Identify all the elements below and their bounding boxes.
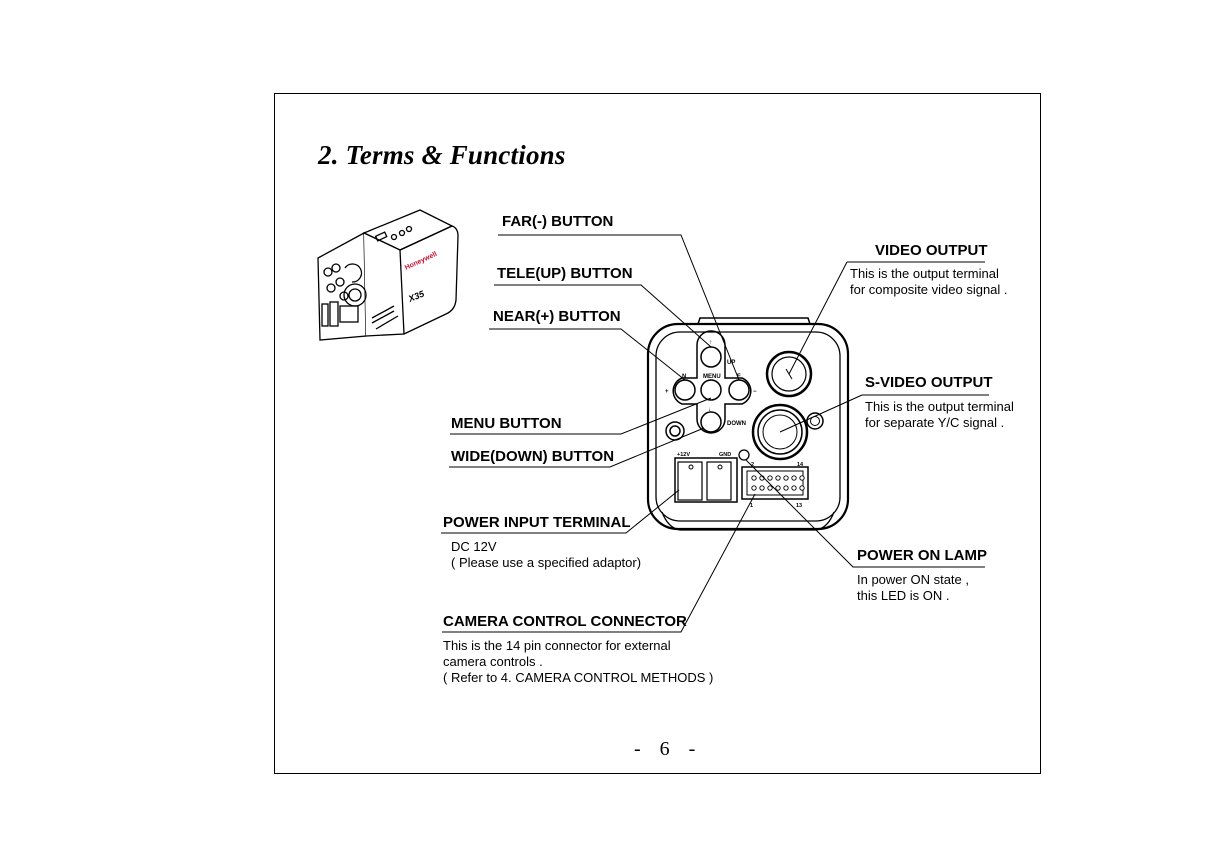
description-line: In power ON state , (857, 572, 969, 587)
power-on-lamp-label: POWER ON LAMP (857, 547, 987, 564)
minus-mark: − (753, 389, 757, 395)
s-video-output-label: S-VIDEO OUTPUT (865, 374, 993, 391)
near-button[interactable] (674, 379, 696, 401)
far-callout-line (498, 234, 740, 381)
description-line: This is the output terminal (865, 399, 1014, 414)
description-line: This is the 14 pin connector for externa… (443, 638, 671, 653)
description-line: this LED is ON . (857, 588, 950, 603)
pin1-mark: 1 (750, 503, 753, 509)
near-button-label: NEAR(+) BUTTON (493, 308, 621, 325)
s-video-output-description: This is the output terminal for separate… (865, 399, 1014, 431)
description-line: DC 12V (451, 539, 497, 554)
video-output-label: VIDEO OUTPUT (875, 242, 988, 259)
up-mark: UP (727, 360, 735, 366)
description-line: This is the output terminal (850, 266, 999, 281)
power-lamp-callout-line (745, 459, 985, 568)
camera-control-description: This is the 14 pin connector for externa… (443, 638, 713, 686)
wide-callout-line (449, 427, 705, 468)
far-button-label: FAR(-) BUTTON (502, 213, 614, 230)
camera-model-text: X35 (406, 288, 426, 304)
description-line: for composite video signal . (850, 282, 1008, 297)
plus-mark: + (665, 389, 669, 395)
camera-control-connector (741, 466, 809, 500)
menu-button-label: MENU BUTTON (451, 415, 562, 432)
camera-thumbnail (317, 209, 459, 341)
far-button[interactable] (728, 379, 750, 401)
description-line: for separate Y/C signal . (865, 415, 1005, 430)
power-input-terminal (674, 457, 738, 503)
menu-callout-line (450, 397, 712, 435)
pin2-mark: 2 (751, 462, 754, 468)
power-on-lamp-led (738, 449, 750, 461)
camera-control-callout-line (442, 493, 756, 633)
s-video-callout-line (779, 394, 863, 433)
description-line: camera controls . (443, 654, 543, 669)
plus12v-mark: +12V (677, 452, 690, 458)
power-input-label: POWER INPUT TERMINAL (443, 514, 631, 531)
page-number: - 6 - (634, 738, 696, 760)
down-mark: DOWN (727, 421, 746, 427)
page-title: 2. Terms & Functions (318, 140, 566, 170)
far-mark: F (737, 374, 741, 380)
video-output-description: This is the output terminal for composit… (850, 266, 1008, 298)
callout-lines (441, 234, 989, 633)
up-arrow-mark: ↑ (709, 340, 712, 346)
tele-callout-line (494, 284, 712, 348)
power-input-description: DC 12V ( Please use a specified adaptor) (451, 539, 641, 571)
near-callout-line (489, 328, 686, 381)
down-arrow-mark: ↓ (708, 407, 711, 413)
pin14-mark: 14 (797, 462, 804, 468)
description-line: ( Refer to 4. CAMERA CONTROL METHODS ) (443, 670, 714, 685)
power-input-callout-line (441, 489, 680, 534)
page-frame (274, 93, 1041, 774)
near-mark: N (682, 374, 686, 380)
camera-brand-logo: Honeywell (404, 251, 438, 272)
gnd-mark: GND (719, 452, 731, 458)
tele-button-label: TELE(UP) BUTTON (497, 265, 633, 282)
camera-control-label: CAMERA CONTROL CONNECTOR (443, 613, 687, 630)
power-on-lamp-description: In power ON state , this LED is ON . (857, 572, 969, 604)
pin13-mark: 13 (796, 503, 802, 509)
menu-mark: MENU (703, 374, 721, 380)
description-line: ( Please use a specified adaptor) (451, 555, 642, 570)
wide-button-label: WIDE(DOWN) BUTTON (451, 448, 615, 465)
video-output-callout-line (788, 261, 848, 375)
tele-up-button[interactable] (700, 346, 722, 368)
menu-button[interactable] (700, 379, 722, 401)
wide-down-button[interactable] (700, 411, 722, 433)
